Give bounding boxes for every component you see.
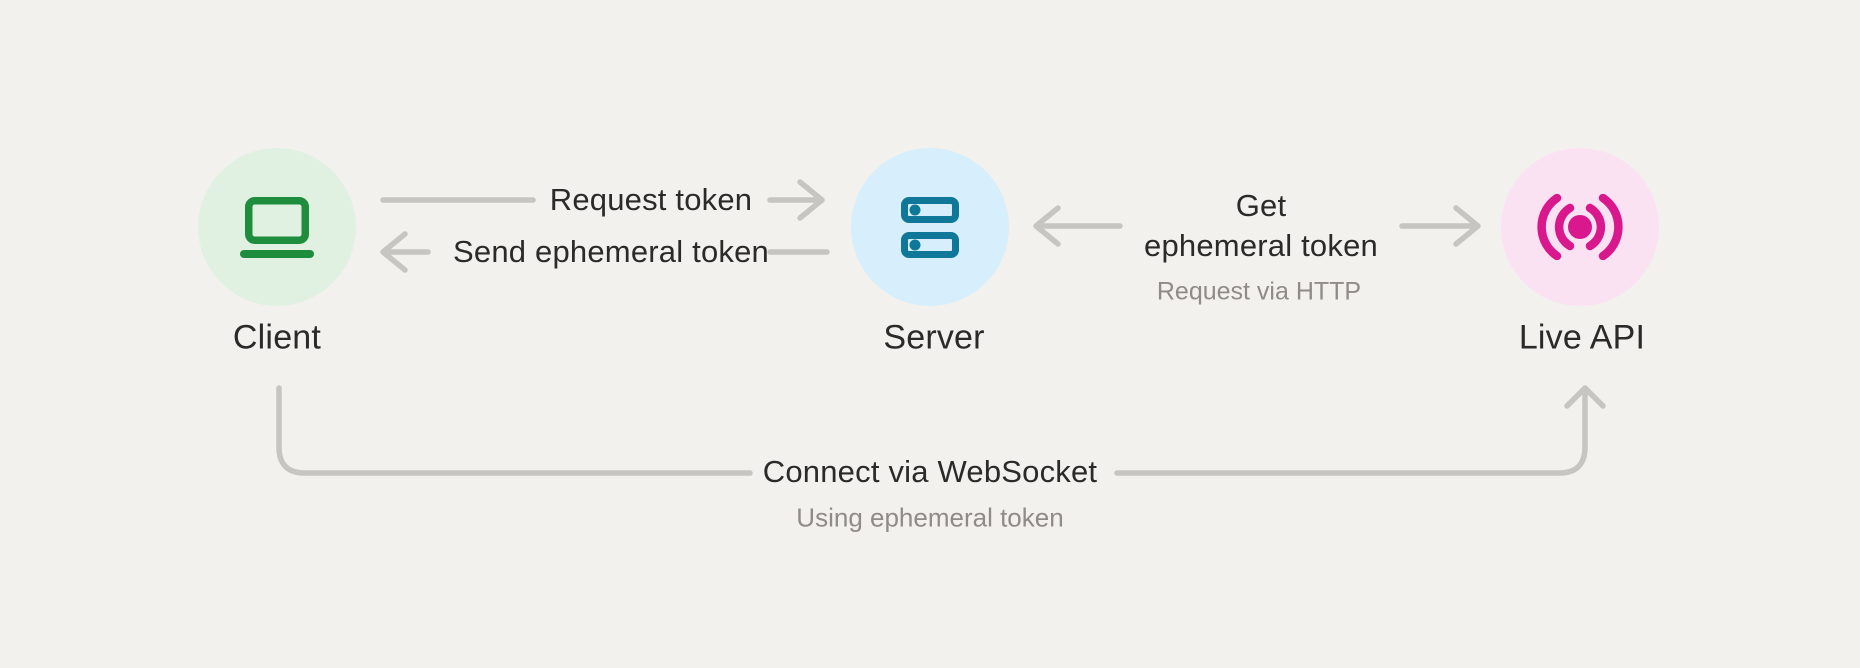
server-rack-icon <box>901 196 959 258</box>
live-api-label: Live API <box>1518 318 1646 357</box>
send-ephemeral-token-label: Send ephemeral token <box>453 234 769 269</box>
request-token-arrow <box>767 179 825 221</box>
server-label: Server <box>883 318 985 357</box>
get-ephemeral-token-label-line2: ephemeral token <box>1144 228 1378 263</box>
websocket-path-left <box>276 385 753 476</box>
client-label: Client <box>232 318 322 357</box>
get-token-left-arrow <box>1033 205 1123 247</box>
using-ephemeral-token-sublabel: Using ephemeral token <box>796 502 1064 533</box>
get-ephemeral-token-label-line1: Get <box>1235 188 1287 223</box>
get-token-right-arrow <box>1399 205 1481 247</box>
broadcast-icon <box>1537 194 1623 260</box>
websocket-path-right <box>1114 387 1588 476</box>
live-api-circle <box>1501 148 1659 306</box>
connect-websocket-label: Connect via WebSocket <box>762 454 1098 489</box>
websocket-arrowhead <box>1564 385 1606 409</box>
get-ephemeral-token-label: Get ephemeral token <box>1144 186 1378 266</box>
client-circle <box>198 148 356 306</box>
laptop-icon <box>240 196 314 258</box>
server-circle <box>851 148 1009 306</box>
send-token-arrow <box>380 231 431 273</box>
request-via-http-sublabel: Request via HTTP <box>1156 277 1362 306</box>
request-token-label: Request token <box>549 182 753 217</box>
